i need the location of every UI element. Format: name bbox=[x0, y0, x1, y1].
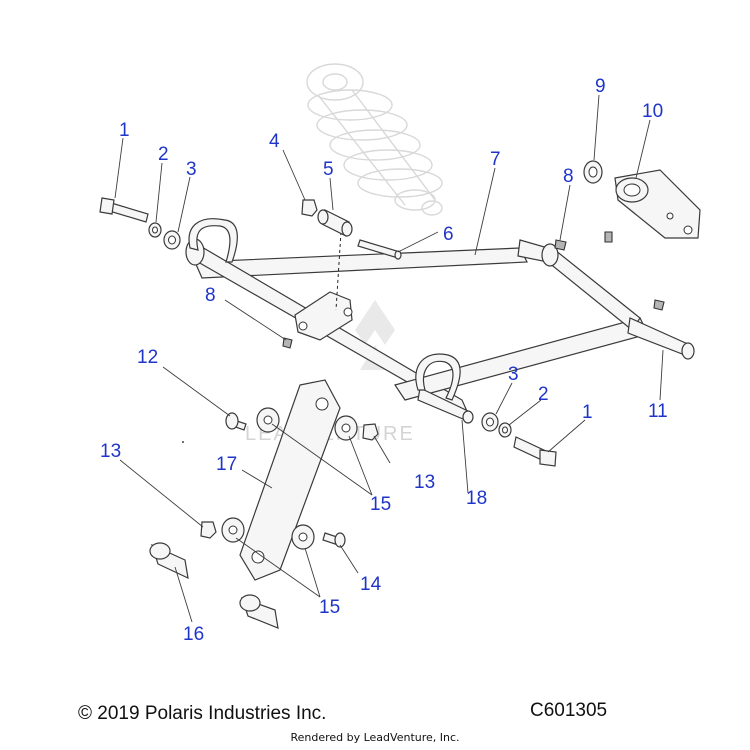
bolt-1-left bbox=[99, 197, 149, 223]
callout-8-top: 8 bbox=[563, 166, 574, 187]
callout-11: 11 bbox=[648, 401, 668, 422]
callout-13-left: 13 bbox=[100, 441, 121, 462]
grease-fitting-bracket bbox=[604, 231, 613, 243]
stray-dot bbox=[182, 441, 184, 443]
shock-absorber-ghost bbox=[306, 63, 443, 216]
callout-18: 18 bbox=[466, 488, 487, 509]
nut-4 bbox=[301, 199, 318, 217]
callout-5: 5 bbox=[323, 159, 334, 180]
callout-7: 7 bbox=[490, 149, 501, 170]
callout-8-left: 8 bbox=[205, 285, 216, 306]
copyright-text: © 2019 Polaris Industries Inc. bbox=[78, 703, 327, 724]
callout-17: 17 bbox=[216, 454, 237, 475]
grease-fitting-8-left bbox=[282, 337, 293, 349]
callout-15-upper: 15 bbox=[370, 494, 391, 515]
link-17 bbox=[239, 379, 341, 581]
bolt-14 bbox=[322, 532, 346, 548]
rendered-by-text: Rendered by LeadVenture, Inc. bbox=[290, 731, 460, 744]
callout-4: 4 bbox=[269, 131, 280, 152]
callout-16: 16 bbox=[183, 624, 204, 645]
bolt-12 bbox=[225, 412, 247, 431]
callout-3: 3 bbox=[186, 159, 197, 180]
callout-14: 14 bbox=[360, 574, 382, 595]
bolt-1-right bbox=[513, 436, 557, 467]
bushing-16-lower bbox=[239, 594, 279, 629]
a-arm bbox=[185, 218, 695, 424]
pin-6 bbox=[357, 239, 402, 260]
diagram-code: C601305 bbox=[530, 700, 608, 721]
callout-15-lower: 15 bbox=[319, 597, 340, 618]
callout-6: 6 bbox=[443, 224, 454, 245]
nut-13-left bbox=[200, 521, 217, 539]
callout-13-right: 13 bbox=[414, 472, 435, 493]
callout-2: 2 bbox=[158, 144, 169, 165]
grease-fitting-right-pivot bbox=[653, 299, 665, 311]
bushing-5 bbox=[317, 209, 353, 237]
callout-1: 1 bbox=[119, 120, 130, 141]
callout-12: 12 bbox=[137, 347, 158, 368]
leader-lines bbox=[114, 94, 664, 623]
bracket-10 bbox=[614, 169, 701, 239]
callout-1-right: 1 bbox=[582, 402, 593, 423]
bushing-16-upper bbox=[149, 542, 189, 580]
callout-2-right: 2 bbox=[538, 384, 549, 405]
grease-fitting-8-right bbox=[554, 239, 567, 251]
callout-10: 10 bbox=[642, 101, 663, 122]
callout-labels: 1 2 3 4 5 6 7 8 9 10 8 11 1 2 3 12 13 17… bbox=[100, 76, 668, 645]
callout-3-right: 3 bbox=[508, 364, 519, 385]
callout-9: 9 bbox=[595, 76, 606, 97]
